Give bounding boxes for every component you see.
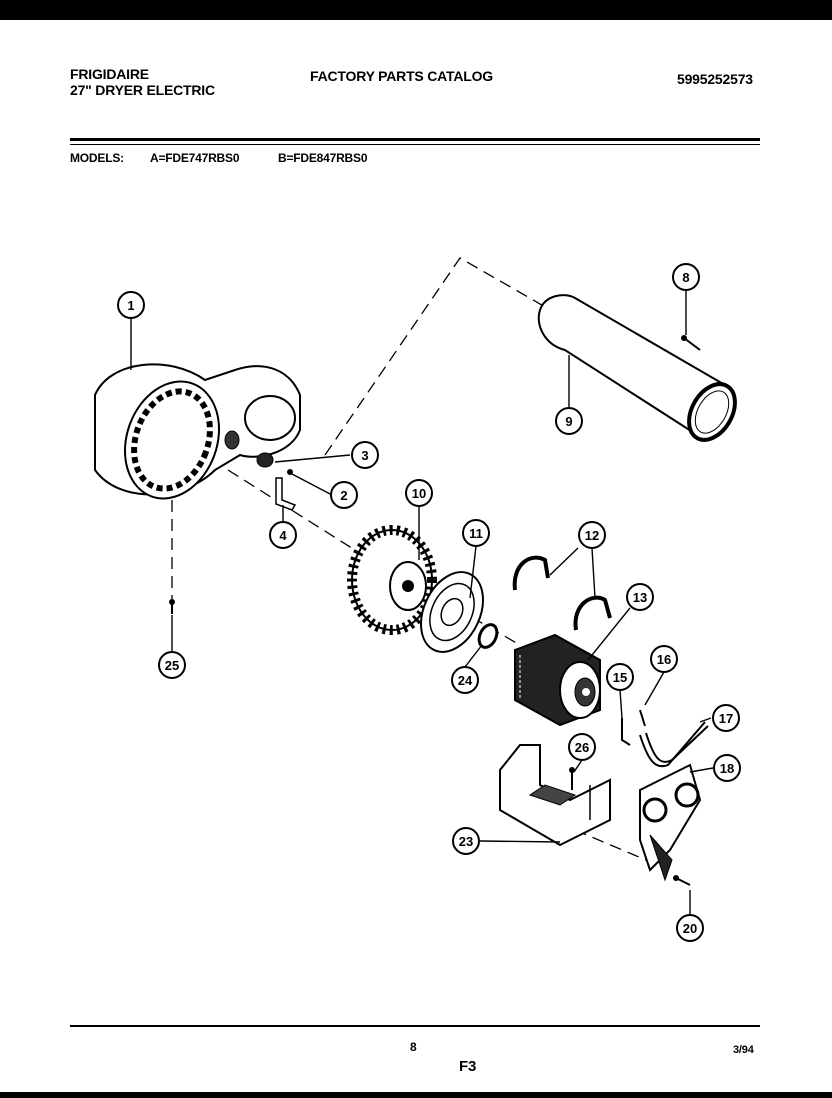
svg-text:26: 26 — [575, 740, 589, 755]
svg-text:3: 3 — [361, 448, 368, 463]
svg-text:2: 2 — [340, 488, 347, 503]
callout-17: 17 — [712, 704, 740, 732]
housing-bracket — [275, 477, 297, 511]
exhaust-duct — [537, 294, 737, 442]
callout-8: 8 — [672, 263, 700, 291]
callout-23: 23 — [452, 827, 480, 855]
callout-24: 24 — [451, 666, 479, 694]
page-number: 8 — [410, 1040, 417, 1054]
model-a: A=FDE747RBS0 — [150, 151, 240, 165]
svg-text:1: 1 — [127, 298, 134, 313]
switch-mount-screw — [673, 875, 691, 886]
callout-12: 12 — [578, 521, 606, 549]
svg-text:11: 11 — [469, 526, 483, 541]
svg-text:25: 25 — [165, 658, 179, 673]
svg-text:12: 12 — [585, 528, 599, 543]
callout-26: 26 — [568, 733, 596, 761]
switch-harness — [639, 721, 709, 768]
motor-clamp-lower — [573, 595, 612, 631]
svg-text:23: 23 — [459, 834, 473, 849]
duct-assembly-line — [324, 257, 569, 456]
product-name: 27" DRYER ELECTRIC — [70, 82, 215, 98]
callout-10: 10 — [405, 479, 433, 507]
svg-text:10: 10 — [412, 486, 426, 501]
motor-wire-clip — [621, 718, 631, 746]
svg-text:4: 4 — [279, 528, 287, 543]
svg-text:24: 24 — [458, 673, 473, 688]
blower-wheel — [347, 525, 437, 635]
figure-label: F3 — [459, 1058, 477, 1075]
callout-9: 9 — [555, 407, 583, 435]
svg-text:16: 16 — [657, 652, 671, 667]
catalog-title: FACTORY PARTS CATALOG — [310, 68, 493, 84]
svg-text:20: 20 — [683, 921, 697, 936]
callout-1: 1 — [117, 291, 145, 319]
callout-2: 2 — [330, 481, 358, 509]
blower-seal-plate — [420, 571, 484, 653]
blower-housing — [94, 363, 301, 500]
callout-18: 18 — [713, 754, 741, 782]
housing-clip — [256, 452, 274, 468]
header-rule-thin — [70, 144, 760, 145]
revision-date: 3/94 — [733, 1044, 754, 1056]
callout-15: 15 — [606, 663, 634, 691]
motor-mount-bracket — [499, 744, 611, 847]
screw-small — [287, 469, 293, 475]
shaft-washer — [477, 623, 499, 649]
callout-16: 16 — [650, 645, 678, 673]
svg-text:8: 8 — [682, 270, 689, 285]
models-label: MODELS: — [70, 151, 124, 165]
leader-lines — [130, 290, 714, 915]
callout-11: 11 — [462, 519, 490, 547]
bracket-screw — [569, 767, 575, 790]
callout-4: 4 — [269, 521, 297, 549]
bottom-scan-border — [0, 1092, 832, 1098]
svg-text:9: 9 — [565, 414, 572, 429]
svg-text:13: 13 — [633, 590, 647, 605]
callout-25: 25 — [158, 651, 186, 679]
switch-screw — [639, 709, 646, 727]
motor-clamp-upper — [512, 555, 550, 591]
callout-13: 13 — [626, 583, 654, 611]
housing-screw — [169, 599, 175, 614]
callout-20: 20 — [676, 914, 704, 942]
brand-name: FRIGIDAIRE — [70, 66, 149, 82]
model-b: B=FDE847RBS0 — [278, 151, 368, 165]
duct-screw — [681, 335, 701, 351]
header-rule-thick — [70, 138, 760, 141]
catalog-number: 5995252573 — [677, 71, 753, 87]
motor-switch — [639, 763, 702, 882]
svg-text:18: 18 — [720, 761, 734, 776]
top-scan-border — [0, 0, 832, 20]
svg-text:17: 17 — [719, 711, 733, 726]
svg-text:15: 15 — [613, 670, 627, 685]
footer-rule — [70, 1025, 760, 1027]
drive-motor — [514, 633, 601, 727]
callout-3: 3 — [351, 441, 379, 469]
